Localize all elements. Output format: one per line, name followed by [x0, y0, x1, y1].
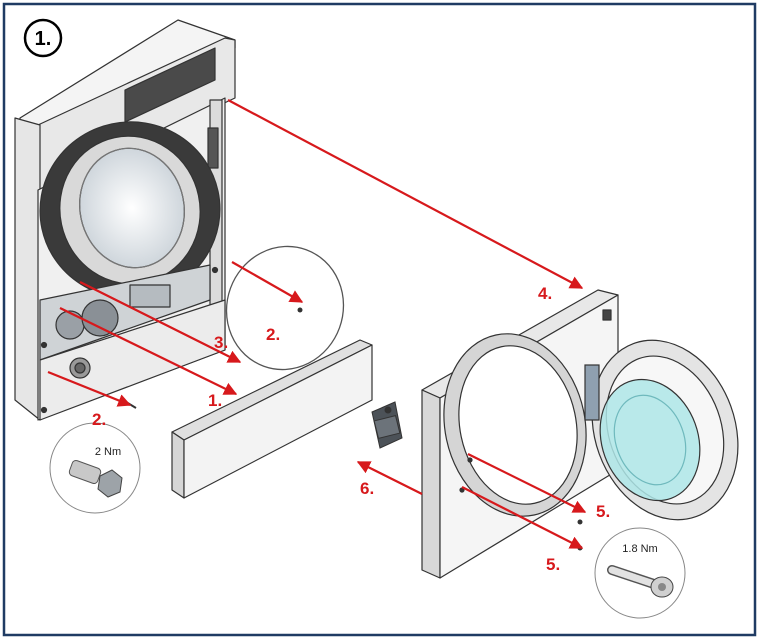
removal-arrows — [47, 99, 587, 549]
label-step-1: 1. — [208, 391, 222, 410]
label-step-2-ring: 2. — [266, 325, 280, 344]
door-glass — [599, 378, 701, 502]
torque-callout-1-8nm: 1.8 Nm — [594, 527, 686, 619]
washing-machine-body — [14, 19, 236, 421]
step-number: 1. — [35, 28, 52, 50]
arrow-door-screw-2 — [461, 486, 584, 549]
label-step-5-upper: 5. — [596, 502, 610, 521]
arrow-ring-screw — [231, 261, 304, 303]
front-panel — [421, 289, 619, 579]
arrow-kick-plate — [59, 307, 238, 395]
display-window — [124, 47, 216, 123]
label-step-4: 4. — [538, 284, 552, 303]
torque-label-1-8nm: 1.8 Nm — [622, 543, 657, 555]
door-assembly — [584, 339, 739, 521]
label-step-6: 6. — [360, 479, 374, 498]
arrow-door-screw-1 — [467, 453, 587, 513]
label-step-2-base: 2. — [92, 410, 106, 429]
arrow-seal-ring — [79, 281, 242, 363]
door-seal-clamp-ring — [225, 245, 345, 371]
label-step-3: 3. — [214, 333, 228, 352]
door-screw-1 — [577, 519, 583, 525]
arrow-base-screw — [47, 370, 132, 407]
arrow-front-panel — [227, 99, 584, 289]
kick-plate-panel — [171, 339, 373, 499]
ring-screw — [297, 307, 303, 313]
step-badge: 1. — [23, 18, 63, 58]
door-lock-module — [371, 401, 403, 449]
label-step-5-lower: 5. — [546, 555, 560, 574]
arrow-door-lock — [356, 461, 423, 495]
torque-callout-2nm: 2 Nm — [49, 422, 141, 514]
torque-label-2nm: 2 Nm — [95, 446, 121, 458]
